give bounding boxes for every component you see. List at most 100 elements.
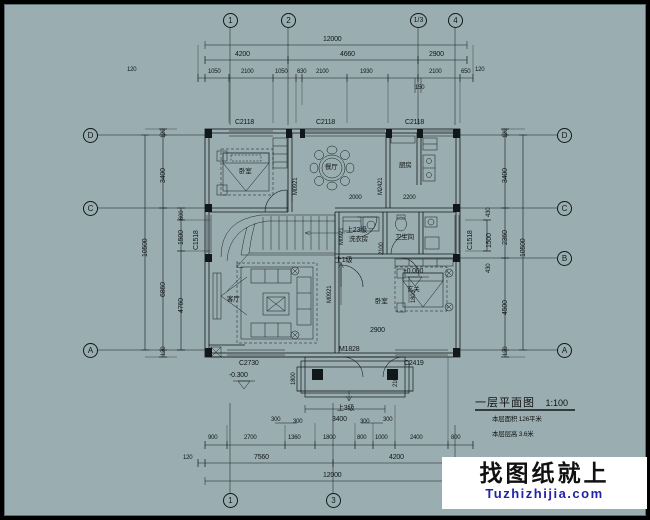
dim-right-sub-3: 430 <box>486 263 492 273</box>
dim-bot-bay-1: 7560 <box>254 454 269 461</box>
dim-top-150: 150 <box>415 85 425 91</box>
dim-top-d4: 630 <box>297 69 307 75</box>
dim-right-bay-3: 4500 <box>502 300 509 315</box>
window-tag-c2118-left: C2118 <box>235 119 255 126</box>
dim-right-bay-2: 2360 <box>502 230 509 245</box>
annotation-stair-up-1: 上1级 <box>335 257 353 264</box>
floor-plan-drawing <box>97 27 575 500</box>
grid-bubble-bottom-3[interactable]: 3 <box>326 493 341 508</box>
title-block: 一层平面图 1:100 <box>475 393 568 411</box>
dim-left-bay-1: 3400 <box>160 168 167 183</box>
window-tag-c2419: C2419 <box>404 360 424 367</box>
dim-porch-3400: 3400 <box>332 416 347 423</box>
window-tag-c2730: C2730 <box>239 360 259 367</box>
window-tag-c1518-right: C1518 <box>467 230 474 250</box>
dim-bot-d4: 1800 <box>323 435 336 441</box>
dim-top-overall: 12000 <box>323 36 342 43</box>
dim-bot-d6: 1000 <box>375 435 388 441</box>
dim-bot-d1: 900 <box>208 435 218 441</box>
dim-left-sub-1: 4760 <box>178 298 185 313</box>
dim-right-edge-top: 120 <box>503 128 509 138</box>
dim-bot-edge-left: 120 <box>183 455 193 461</box>
dim-porch-1800: 1800 <box>291 372 297 385</box>
door-tag-m2421: M2421 <box>378 177 384 195</box>
grid-bubble-right-c[interactable]: C <box>557 201 572 216</box>
room-label-living: 客厅 <box>227 296 240 303</box>
annotation-stair-up-23: 上23级 <box>346 227 367 234</box>
door-tag-m0921-hall: M0921 <box>327 285 333 303</box>
grid-bubble-top-1-3[interactable]: 1/3 <box>410 13 427 28</box>
dim-interior-2100-mid: 2100 <box>379 242 385 255</box>
dim-right-overall: 10500 <box>520 238 527 257</box>
room-label-dining: 餐厅 <box>325 164 338 171</box>
room-label-bedroom-lower: 卧室 <box>375 298 388 305</box>
room-label-kitchen: 厨房 <box>399 162 412 169</box>
dim-top-bay-3: 2900 <box>429 51 444 58</box>
dim-top-bay-2: 4660 <box>340 51 355 58</box>
dim-top-d3: 1050 <box>275 69 288 75</box>
dim-bot-d2: 2700 <box>244 435 257 441</box>
watermark: 找图纸就上 Tuzhizhijia.com <box>442 457 647 509</box>
dim-step-2: 300 <box>293 419 303 425</box>
dim-bot-d7: 2400 <box>410 435 423 441</box>
dim-top-bay-1: 4200 <box>235 51 250 58</box>
dim-step-4: 300 <box>383 417 393 423</box>
door-tag-m1828: M1828 <box>339 346 360 353</box>
room-label-bedroom-upper: 卧室 <box>239 168 252 175</box>
grid-bubble-right-d[interactable]: D <box>557 128 572 143</box>
drawing-title: 一层平面图 <box>475 397 535 409</box>
dim-top-d7: 2100 <box>429 69 442 75</box>
dim-bot-d5: 800 <box>357 435 367 441</box>
dim-bot-overall: 12000 <box>323 472 342 479</box>
dim-bot-d8: 800 <box>451 435 461 441</box>
dim-top-edge-left: 120 <box>127 67 137 73</box>
annotation-stair-up-3: 上3级 <box>337 405 355 412</box>
dim-interior-2900: 2900 <box>370 327 385 334</box>
dim-left-edge-top: 120 <box>161 128 167 138</box>
dim-top-d2: 2100 <box>241 69 254 75</box>
grid-bubble-left-c[interactable]: C <box>83 201 98 216</box>
dim-top-d5: 2100 <box>316 69 329 75</box>
window-tag-c2118-center: C2118 <box>316 119 336 126</box>
dim-left-sub-2: 1500 <box>178 230 185 245</box>
grid-bubble-bottom-1[interactable]: 1 <box>223 493 238 508</box>
room-label-entry: 玄关 <box>407 286 420 293</box>
dim-bot-d3: 1360 <box>288 435 301 441</box>
grid-bubble-top-1[interactable]: 1 <box>223 13 238 28</box>
door-tag-m0921-laundry: M0921 <box>339 227 345 245</box>
annotation-level-zero: ±0.000 <box>403 268 424 275</box>
dim-bed-1800-lower: 1800 <box>411 290 417 303</box>
grid-bubble-left-a[interactable]: A <box>83 343 98 358</box>
window-tag-c1518-left: C1518 <box>193 230 200 250</box>
dim-right-edge-bottom: 120 <box>503 346 509 356</box>
dim-right-sub-2: 1500 <box>486 233 493 248</box>
dim-interior-2200: 2200 <box>403 195 416 201</box>
grid-bubble-right-a[interactable]: A <box>557 343 572 358</box>
door-tag-m0921-bedroom: M0921 <box>293 177 299 195</box>
window-tag-c2118-right: C2118 <box>405 119 425 126</box>
grid-bubble-top-4[interactable]: 4 <box>448 13 463 28</box>
dim-right-bay-1: 3400 <box>502 168 509 183</box>
dim-step-1: 300 <box>271 417 281 423</box>
dim-right-sub-1: 430 <box>486 207 492 217</box>
drawing-sheet: 1 2 1/3 4 1 3 4 D C A D C B A 12000 4200… <box>4 4 647 516</box>
dim-bot-bay-2: 4200 <box>389 454 404 461</box>
watermark-cn: 找图纸就上 <box>479 460 610 487</box>
dim-left-overall: 10500 <box>142 238 149 257</box>
grid-bubble-left-d[interactable]: D <box>83 128 98 143</box>
dim-top-d8: 650 <box>461 69 471 75</box>
dim-top-d6: 1930 <box>360 69 373 75</box>
grid-bubble-top-2[interactable]: 2 <box>281 13 296 28</box>
dim-interior-2100-right: 2100 <box>393 374 399 387</box>
dim-left-edge-bottom: 120 <box>161 346 167 356</box>
annotation-level-minus: -0.300 <box>229 372 248 379</box>
dim-step-3: 300 <box>360 419 370 425</box>
note-floor-height: 本层层高 3.6米 <box>492 431 534 438</box>
room-label-bathroom: 卫生间 <box>395 234 414 241</box>
room-label-laundry: 洗衣房 <box>349 236 368 243</box>
dim-top-d1: 1050 <box>208 69 221 75</box>
dim-left-bay-2: 6860 <box>160 282 167 297</box>
grid-bubble-right-b[interactable]: B <box>557 251 572 266</box>
dim-interior-2000: 2000 <box>349 195 362 201</box>
